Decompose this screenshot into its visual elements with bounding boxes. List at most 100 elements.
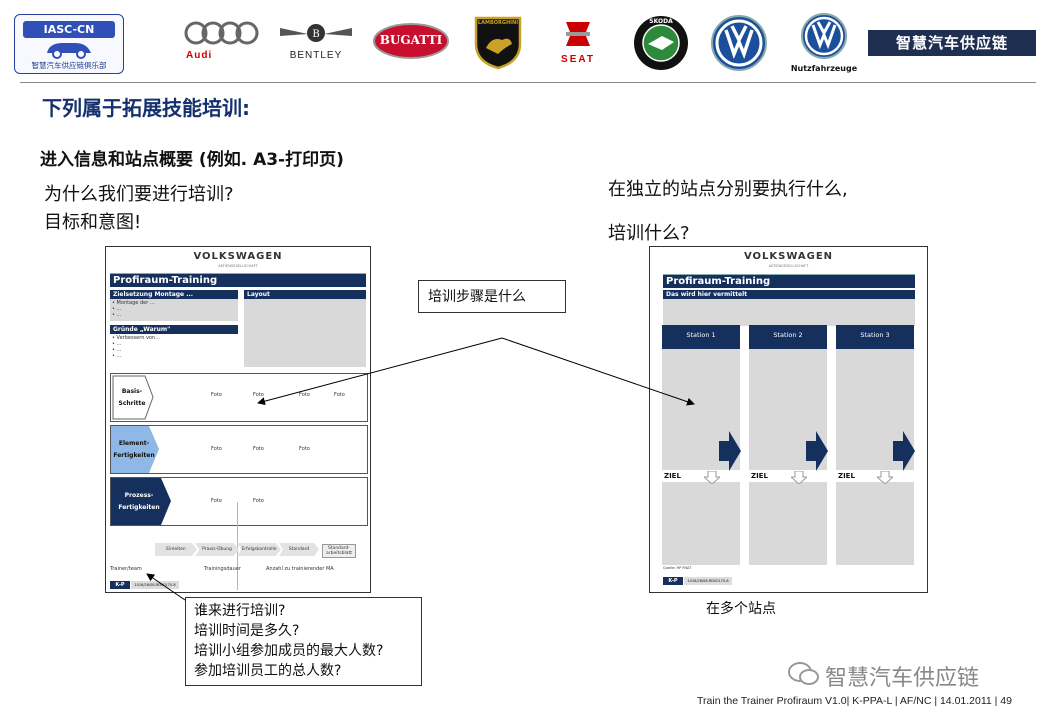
doc-right-subtitle: Das wird hier vermittelt — [663, 290, 915, 299]
station-3: Station 3 ZIEL — [836, 325, 914, 565]
doc-left-step-prozess: Prozess- Fertigkeiten Foto Foto — [110, 477, 368, 526]
header-banner: 智慧汽车供应链 — [868, 30, 1036, 56]
car-icon — [47, 43, 91, 59]
doc-left-marker-line — [237, 502, 238, 590]
callout-bottom-line-4: 参加培训员工的总人数? — [194, 663, 342, 679]
doc-thumbnail-left: VOLKSWAGEN AKTIENGESELLSCHAFT Profiraum-… — [105, 246, 371, 593]
doc-right-brand-small: AKTIENGESELLSCHAFT — [768, 264, 809, 268]
doc-left-brand-small: AKTIENGESELLSCHAFT — [218, 264, 258, 268]
brand-bentley: BENTLEY — [289, 50, 343, 61]
audi-logo: Audi — [182, 18, 262, 72]
doc-left-kp-badge: K-P — [110, 581, 130, 589]
right-question-1: 在独立的站点分别要执行什么, — [608, 179, 848, 200]
brand-audi: Audi — [186, 50, 213, 61]
doc-left-title: Profiraum-Training — [110, 273, 366, 287]
iasc-logo: IASC-CN 智慧汽车供应链俱乐部 — [14, 14, 124, 74]
bugatti-oval-icon — [373, 23, 449, 59]
doc-right-brand: VOLKSWAGEN — [743, 251, 834, 262]
doc-left-goal-header: Zielsetzung Montage ... — [110, 290, 238, 299]
brand-seat: SEAT — [561, 54, 595, 65]
doc-left-footer-duration: Trainingsdauer — [204, 566, 241, 572]
brand-skoda: SKODA — [649, 18, 673, 25]
vw-emblem-icon — [711, 15, 767, 71]
doc-left-reason-header: Gründe „Warum" — [110, 325, 238, 334]
logo-title: IASC-CN — [23, 21, 115, 38]
left-question-2: 目标和意图! — [44, 212, 142, 233]
basis-chevron-shape — [112, 375, 154, 420]
right-question-2: 培训什么? — [608, 223, 690, 244]
down-arrow-icon — [791, 471, 807, 484]
multi-station-label: 在多个站点 — [706, 601, 776, 617]
foto-label: Foto — [334, 392, 345, 398]
lamborghini-shield-icon — [474, 16, 522, 70]
prozess-chevron-shape — [111, 478, 171, 525]
callout-bottom: 谁来进行培训? 培训时间是多久? 培训小组参加成员的最大人数? 参加培训员工的总… — [185, 597, 422, 686]
station-1-ziel: ZIEL — [662, 470, 740, 482]
wechat-watermark: 智慧汽车供应链 — [825, 666, 980, 691]
doc-right-kp-badge: K-P — [663, 577, 683, 585]
left-question-1: 为什么我们要进行培训? — [44, 184, 234, 205]
station-1-header: Station 1 — [662, 325, 740, 349]
doc-right-subtitle-box — [663, 299, 915, 326]
foto-label: Foto — [299, 392, 310, 398]
brand-lamborghini: LAMBORGHINI — [477, 20, 519, 26]
doc-left-code: 1016/28/08-RD00170-8 — [131, 581, 179, 589]
doc-left-flow-end: Standard- arbeitsblatt — [322, 544, 356, 558]
foto-label: Foto — [211, 498, 222, 504]
doc-left-flow-4: Standard — [279, 543, 319, 556]
vw-logo — [710, 14, 768, 72]
doc-left-flow-2: Praxis-Übung — [195, 543, 239, 556]
doc-left-step-prozess-label: Prozess- Fertigkeiten — [118, 492, 160, 511]
down-arrow-icon — [704, 471, 720, 484]
page-title: 下列属于拓展技能培训: — [42, 96, 250, 120]
callout-bottom-line-1: 谁来进行培训? — [194, 603, 286, 619]
foto-label: Foto — [211, 446, 222, 452]
vw-nutzfahrzeuge-logo: Nutzfahrzeuge — [790, 12, 858, 76]
wechat-icon — [788, 662, 819, 685]
doc-left-step-basis-label: Basis- Schritte — [118, 388, 146, 407]
vw-nutz-emblem-icon — [801, 13, 847, 59]
slide-footer: Train the Trainer Profiraum V1.0| K-PPA-… — [697, 695, 1012, 707]
doc-left-goal-box — [110, 299, 238, 321]
brand-nutzfahrzeuge: Nutzfahrzeuge — [790, 64, 858, 73]
station-2-header: Station 2 — [749, 325, 827, 349]
lamborghini-logo: LAMBORGHINI — [472, 14, 524, 70]
station-arrow-icon — [806, 431, 828, 471]
down-arrow-icon — [877, 471, 893, 484]
doc-right-source: Quelle: HP FNAT — [663, 566, 692, 570]
element-chevron-shape — [111, 426, 159, 473]
doc-left-step-element-label: Element- Fertigkeiten — [113, 440, 155, 459]
doc-left-flow-1: Einleiten — [155, 543, 197, 556]
seat-logo: SEAT — [546, 18, 610, 72]
callout-bottom-line-3: 培训小组参加成员的最大人数? — [194, 643, 384, 659]
bentley-logo: B BENTLEY — [278, 18, 354, 72]
seat-s-icon — [566, 22, 590, 46]
doc-left-step-element: Element- Fertigkeiten Foto Foto Foto — [110, 425, 368, 474]
logo-subtitle: 智慧汽车供应链俱乐部 — [31, 61, 107, 70]
doc-left-step-basis: Basis- Schritte Foto Foto Foto Foto — [110, 373, 368, 422]
svg-text:B: B — [312, 29, 319, 40]
doc-left-brand: VOLKSWAGEN — [193, 251, 283, 262]
audi-rings-icon — [184, 21, 259, 45]
doc-left-flow-3: Erfolgskontrolle — [237, 543, 281, 556]
doc-left-goal-lines: • Montage der ... • ... • ... — [112, 300, 155, 318]
foto-label: Foto — [253, 392, 264, 398]
callout-bottom-line-2: 培训时间是多久? — [194, 623, 300, 639]
station-arrow-icon — [719, 431, 741, 471]
skoda-logo: SKODA — [632, 14, 690, 72]
station-arrow-icon — [893, 431, 915, 471]
callout-steps: 培训步骤是什么 — [418, 280, 566, 313]
doc-left-footer-trainer: Trainer/team — [110, 566, 142, 572]
foto-label: Foto — [253, 498, 264, 504]
page-subtitle: 进入信息和站点概要 (例如. A3-打印页) — [40, 150, 344, 170]
doc-right-title: Profiraum-Training — [663, 274, 915, 288]
station-2-ziel: ZIEL — [749, 470, 827, 482]
bugatti-logo: BUGATTI — [372, 22, 450, 60]
doc-left-layout-box — [244, 299, 366, 367]
doc-right-code: 1016/28/08-RD00170-8 — [684, 577, 732, 585]
bentley-wings-icon: B — [280, 24, 352, 42]
foto-label: Foto — [299, 446, 310, 452]
station-3-header: Station 3 — [836, 325, 914, 349]
skoda-circle-icon — [634, 16, 688, 70]
